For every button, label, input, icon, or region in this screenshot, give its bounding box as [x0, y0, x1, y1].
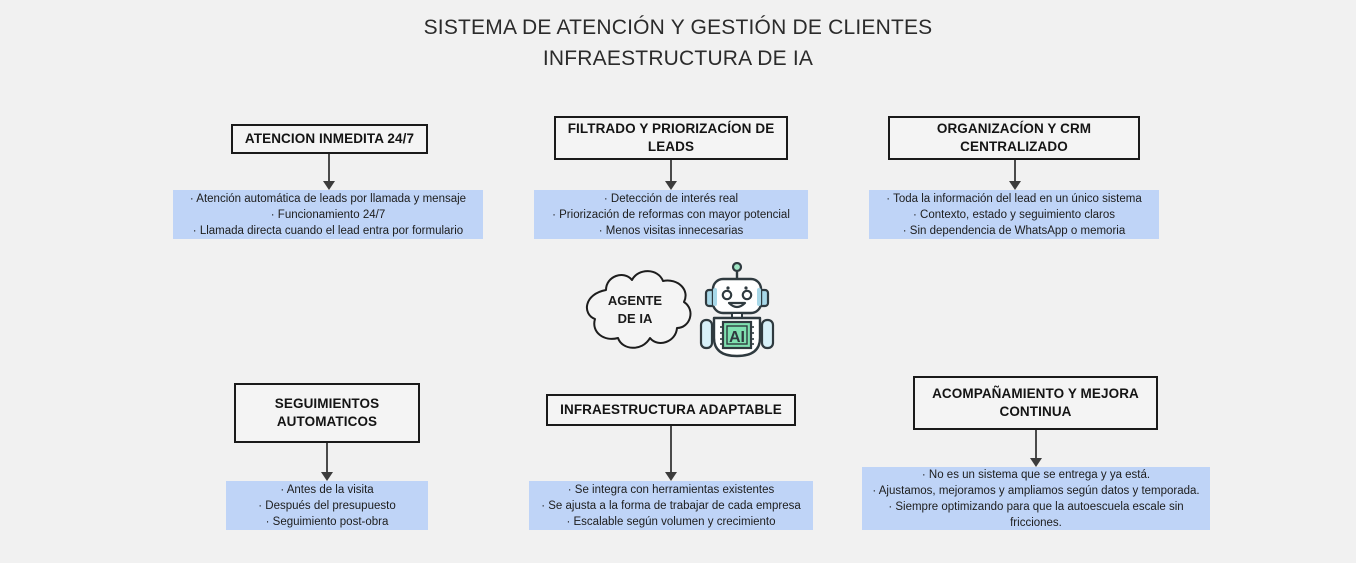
detail-panel-organizacion-crm: · Toda la información del lead en un úni… — [869, 190, 1159, 239]
detail-panel-filtrado-priorizacion: · Detección de interés real · Priorizaci… — [534, 190, 808, 239]
title-line-2: INFRAESTRUCTURA DE IA — [542, 47, 814, 70]
node-header-line: AUTOMATICOS — [276, 414, 378, 429]
arrow-stem — [1035, 430, 1037, 459]
node-header-line: FILTRADO Y PRIORIZACÍON DE — [567, 121, 775, 136]
arrow-stem — [670, 426, 672, 473]
detail-panel-acompanamiento-mejora: · No es un sistema que se entrega y ya e… — [862, 467, 1210, 530]
detail-panel-atencion-inmediata: · Atención automática de leads por llama… — [173, 190, 483, 239]
detail-line: · Ajustamos, mejoramos y ampliamos según… — [872, 484, 1200, 497]
detail-line: · Sin dependencia de WhatsApp o memoria — [902, 224, 1126, 237]
detail-line: · Se ajusta a la forma de trabajar de ca… — [541, 499, 801, 512]
detail-line: · Después del presupuesto — [258, 499, 396, 512]
arrow-atencion-inmediata — [322, 154, 336, 190]
node-header-atencion-inmediata[interactable]: ATENCION INMEDITA 24/7 — [231, 124, 428, 154]
detail-line: · No es un sistema que se entrega y ya e… — [921, 468, 1151, 481]
arrow-head-icon — [1009, 181, 1021, 190]
agent-cluster: AGENTE DE IA — [570, 262, 785, 362]
arrow-stem — [328, 154, 330, 182]
node-header-line: LEADS — [647, 139, 695, 154]
robot-chip-label: AI — [729, 329, 745, 346]
detail-line: · Detección de interés real — [603, 192, 739, 205]
detail-line: · Funcionamiento 24/7 — [270, 208, 386, 221]
arrow-stem — [326, 443, 328, 473]
node-header-line: SEGUIMIENTOS — [274, 396, 380, 411]
node-header-organizacion-crm[interactable]: ORGANIZACÍON Y CRM CENTRALIZADO — [888, 116, 1140, 160]
arrow-head-icon — [665, 181, 677, 190]
title-line-1: SISTEMA DE ATENCIÓN Y GESTIÓN DE CLIENTE… — [423, 16, 933, 39]
detail-line: · Atención automática de leads por llama… — [189, 192, 467, 205]
node-header-filtrado-priorizacion[interactable]: FILTRADO Y PRIORIZACÍON DE LEADS — [554, 116, 788, 160]
detail-line: · Contexto, estado y seguimiento claros — [913, 208, 1115, 221]
detail-line: · Menos visitas innecesarias — [598, 224, 744, 237]
arrow-head-icon — [321, 472, 333, 481]
detail-line: · Siempre optimizando para que la autoes… — [888, 500, 1184, 529]
page-title: SISTEMA DE ATENCIÓN Y GESTIÓN DE CLIENTE… — [0, 12, 1356, 74]
arrow-head-icon — [323, 181, 335, 190]
thought-cloud-icon — [585, 270, 692, 349]
node-header-seguimientos-automaticos[interactable]: SEGUIMIENTOS AUTOMATICOS — [234, 383, 420, 443]
detail-line: · Seguimiento post-obra — [265, 515, 389, 528]
node-header-infraestructura-adaptable[interactable]: INFRAESTRUCTURA ADAPTABLE — [546, 394, 796, 426]
node-header-line: ORGANIZACÍON Y CRM — [936, 121, 1092, 136]
detail-line: · Antes de la visita — [280, 483, 374, 496]
node-header-line: ATENCION INMEDITA 24/7 — [244, 131, 415, 146]
detail-line: · Toda la información del lead en un úni… — [886, 192, 1142, 205]
detail-panel-infraestructura-adaptable: · Se integra con herramientas existentes… — [529, 481, 813, 530]
detail-line: · Llamada directa cuando el lead entra p… — [192, 224, 464, 237]
detail-line: · Se integra con herramientas existentes — [567, 483, 775, 496]
node-header-acompanamiento-mejora[interactable]: ACOMPAÑAMIENTO Y MEJORA CONTINUA — [913, 376, 1158, 430]
arrow-head-icon — [1030, 458, 1042, 467]
detail-line: · Priorización de reformas con mayor pot… — [552, 208, 790, 221]
node-header-line: INFRAESTRUCTURA ADAPTABLE — [560, 402, 782, 417]
arrow-infraestructura-adaptable — [664, 426, 678, 481]
arrow-acompanamiento-mejora — [1029, 430, 1043, 467]
arrow-stem — [670, 160, 672, 182]
arrow-organizacion-crm — [1008, 160, 1022, 190]
arrow-stem — [1014, 160, 1016, 182]
detail-line: · Escalable según volumen y crecimiento — [566, 515, 776, 528]
arrow-filtrado-priorizacion — [664, 160, 678, 190]
detail-panel-seguimientos-automaticos: · Antes de la visita · Después del presu… — [226, 481, 428, 530]
arrow-seguimientos-automaticos — [320, 443, 334, 481]
robot-icon: AI — [699, 262, 775, 358]
arrow-head-icon — [665, 472, 677, 481]
node-header-line: CENTRALIZADO — [960, 139, 1068, 154]
node-header-line: CONTINUA — [999, 404, 1072, 419]
node-header-line: ACOMPAÑAMIENTO Y MEJORA — [932, 386, 1139, 401]
